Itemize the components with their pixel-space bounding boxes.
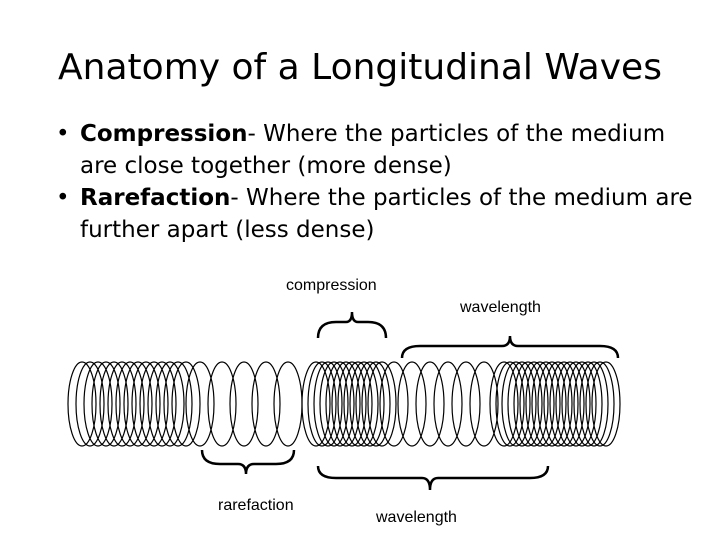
- spring-coil: [561, 361, 591, 447]
- spring-coil: [75, 361, 105, 447]
- spring-coil: [99, 361, 129, 447]
- spring-coil: [91, 361, 121, 447]
- spring-coil: [513, 361, 543, 447]
- spring-coil: [67, 361, 97, 447]
- spring-coil: [349, 361, 379, 447]
- spring-coil: [319, 361, 349, 447]
- spring-coil: [531, 361, 561, 447]
- spring-coil: [207, 361, 237, 447]
- spring-coil: [307, 361, 337, 447]
- spring-coil: [397, 361, 427, 447]
- spring-coil: [273, 361, 303, 447]
- spring-coil: [313, 361, 343, 447]
- slide-title: Anatomy of a Longitudinal Waves: [58, 47, 662, 88]
- spring-coil: [489, 361, 519, 447]
- label-compression: compression: [286, 277, 377, 294]
- spring-coil: [507, 361, 537, 447]
- label-rarefaction: rarefaction: [218, 497, 294, 514]
- brace-wavelength-bottom: [316, 465, 550, 491]
- label-wavelength-bottom: wavelength: [376, 509, 457, 526]
- bullet-rarefaction: Rarefaction- Where the particles of the …: [56, 182, 706, 246]
- label-wavelength-top: wavelength: [460, 299, 541, 316]
- spring-coil: [331, 361, 361, 447]
- longitudinal-wave-diagram: [67, 311, 621, 491]
- spring-coil: [495, 361, 525, 447]
- spring-coil: [83, 361, 113, 447]
- spring-coil: [107, 361, 137, 447]
- spring-coil: [361, 361, 391, 447]
- brace-wavelength-top: [400, 335, 620, 359]
- bullet-text-rarefaction: - Where the particles of the medium are …: [80, 185, 693, 243]
- bullet-list: Compression- Where the particles of the …: [56, 118, 706, 246]
- spring-coil: [139, 361, 169, 447]
- spring-coil: [573, 361, 603, 447]
- spring-coil: [343, 361, 373, 447]
- spring-coil: [537, 361, 567, 447]
- spring-coil: [115, 361, 145, 447]
- bullet-term-compression: Compression: [80, 121, 248, 147]
- spring-coil: [155, 361, 185, 447]
- spring-coil: [171, 361, 201, 447]
- spring-coil: [379, 361, 409, 447]
- bullet-compression: Compression- Where the particles of the …: [56, 118, 706, 182]
- spring-coil: [579, 361, 609, 447]
- spring-coil: [367, 361, 397, 447]
- spring-coil: [469, 361, 499, 447]
- spring-coils: [67, 361, 621, 447]
- bullet-term-rarefaction: Rarefaction: [80, 185, 231, 211]
- spring-coil: [415, 361, 445, 447]
- spring-coil: [163, 361, 193, 447]
- spring-coil: [555, 361, 585, 447]
- brace-rarefaction: [200, 449, 296, 475]
- brace-compression: [316, 311, 388, 339]
- spring-coil: [591, 361, 621, 447]
- spring-coil: [123, 361, 153, 447]
- spring-coil: [501, 361, 531, 447]
- bullet-text-compression: - Where the particles of the medium are …: [80, 121, 666, 179]
- spring-coil: [525, 361, 555, 447]
- spring-coil: [131, 361, 161, 447]
- spring-coil: [147, 361, 177, 447]
- spring-coil: [549, 361, 579, 447]
- spring-coil: [433, 361, 463, 447]
- spring-coil: [229, 361, 259, 447]
- spring-coil: [567, 361, 597, 447]
- spring-coil: [451, 361, 481, 447]
- spring-coil: [325, 361, 355, 447]
- spring-coil: [355, 361, 385, 447]
- spring-coil: [519, 361, 549, 447]
- spring-coil: [543, 361, 573, 447]
- spring-coil: [337, 361, 367, 447]
- spring-coil: [251, 361, 281, 447]
- spring-coil: [185, 361, 215, 447]
- spring-coil: [585, 361, 615, 447]
- spring-coil: [301, 361, 331, 447]
